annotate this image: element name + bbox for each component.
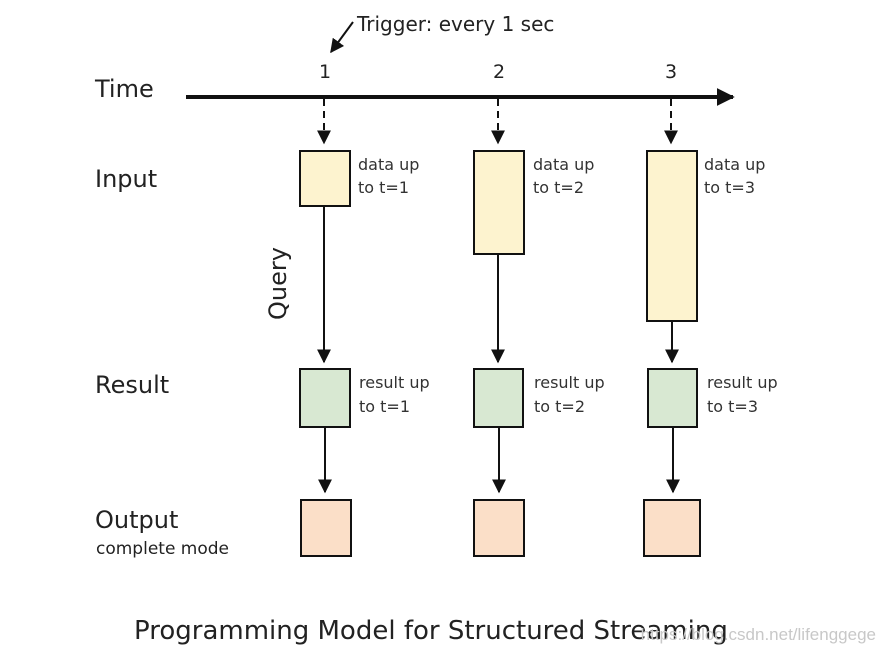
result-note-1-line1: result up	[359, 373, 430, 392]
column-t1: 1 data up to t=1 result up to t=1	[299, 61, 430, 557]
time-label: Time	[94, 75, 154, 103]
input-note-1-line1: data up	[358, 155, 419, 174]
column-t3: 3 data up to t=3 result up to t=3	[643, 61, 778, 557]
result-note-3-line2: to t=3	[707, 397, 758, 416]
output-label: Output	[95, 506, 178, 534]
input-box-2	[473, 150, 525, 255]
trigger-annotation: Trigger: every 1 sec	[356, 12, 554, 36]
output-box-3	[643, 499, 701, 557]
input-note-3-line1: data up	[704, 155, 765, 174]
column-t2: 2 data up to t=2 result up to t=2	[473, 61, 605, 557]
diagram-caption: Programming Model for Structured Streami…	[134, 616, 728, 646]
result-note-3-line1: result up	[707, 373, 778, 392]
output-box-1	[300, 499, 352, 557]
watermark-url: https://blog.csdn.net/lifenggege	[641, 625, 876, 644]
result-box-1	[299, 368, 351, 428]
query-label: Query	[264, 247, 292, 320]
result-box-2	[473, 368, 524, 428]
trigger-pointer-arrow	[330, 21, 354, 54]
output-box-2	[473, 499, 525, 557]
input-note-2-line2: to t=2	[533, 178, 584, 197]
input-note-3-line2: to t=3	[704, 178, 755, 197]
input-label: Input	[95, 165, 157, 193]
input-box-1	[299, 150, 351, 207]
result-note-2-line1: result up	[534, 373, 605, 392]
result-box-3	[647, 368, 698, 428]
result-note-2-line2: to t=2	[534, 397, 585, 416]
time-tick-1: 1	[319, 61, 331, 83]
input-box-3	[646, 150, 698, 322]
input-note-2-line1: data up	[533, 155, 594, 174]
result-label: Result	[95, 371, 169, 399]
time-tick-2: 2	[493, 61, 505, 83]
time-tick-3: 3	[665, 61, 677, 83]
result-note-1-line2: to t=1	[359, 397, 410, 416]
output-mode-label: complete mode	[96, 539, 229, 559]
input-note-1-line2: to t=1	[358, 178, 409, 197]
